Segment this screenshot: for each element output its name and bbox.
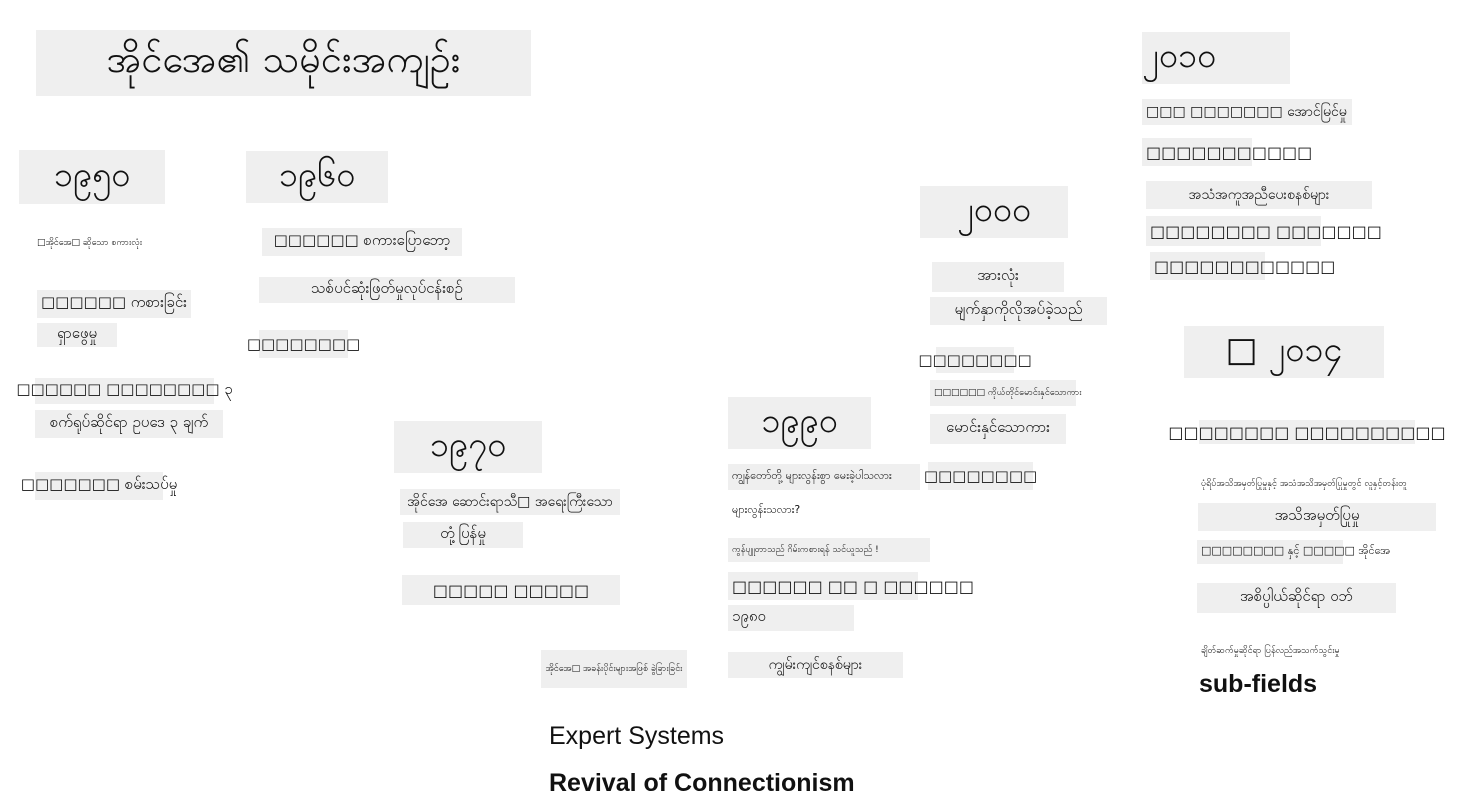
- year-1990: ၁၉၉၀: [728, 397, 871, 449]
- event-1960-misc: □□□□□□□□: [247, 330, 360, 358]
- event-human-parity: ပုံရိပ်အသိအမှတ်ပြုမှုနှင့် အသံအသိအမှတ်ပြ…: [1201, 478, 1407, 489]
- event-ai-term: □အိုင်အေ□ ဆိုသော စကားလုံး: [37, 237, 142, 248]
- event-self-driving-b: မောင်းနှင်သောကား: [930, 414, 1066, 444]
- event-ai-winter-b: တုံ့ပြန်မှု: [403, 522, 523, 548]
- event-recognition: အသိအမှတ်ပြုမှု: [1198, 503, 1436, 531]
- year-2014: □ ၂၀၁၄: [1184, 326, 1384, 378]
- label-sub-fields: sub-fields: [1199, 670, 1318, 698]
- event-1970-misc: □□□□□ □□□□□: [402, 575, 620, 605]
- event-2010-misc-a: □□□□□□□□□□□: [1142, 138, 1312, 166]
- event-2000-misc-b: □□□□□□□□: [924, 462, 1037, 490]
- event-chatbot: □□□□□□ စကားပြောဘော့: [262, 228, 462, 256]
- event-search: ရှာဖွေမှု: [37, 323, 117, 347]
- event-2010-success: □□□ □□□□□□□ အောင်မြင်မှု: [1142, 99, 1352, 125]
- year-2010: ၂၀၁၀: [1142, 32, 1290, 84]
- year-1960: ၁၉၆၀: [246, 151, 388, 203]
- event-needed-face: မျက်နှာကိုလိုအပ်ခဲ့သည်: [930, 297, 1107, 325]
- event-ml-and-ai: □□□□□□□□ နှင့် □□□□□ အိုင်အေ: [1197, 540, 1390, 564]
- event-game-playing: □□□□□□ ကစားခြင်း: [37, 290, 191, 318]
- event-2010-misc-b: □□□□□□□□ □□□□□□□: [1146, 216, 1382, 246]
- event-1990-misc: □□□□□□ □□ □ □□□□□□: [728, 572, 974, 600]
- event-2014-misc: □□□□□□□□ □□□□□□□□□□: [1168, 420, 1446, 444]
- event-voice-assistants: အသံအကူအညီပေးစနစ်များ: [1146, 181, 1372, 209]
- event-decision-tree: သစ်ပင်ဆုံးဖြတ်မှုလုပ်ငန်းစဉ်: [259, 277, 515, 303]
- event-2010-misc-c: □□□□□□□□□□□□: [1150, 252, 1335, 280]
- event-asked-too-much-a: ကျွန်တော်တို့ များလွန်းစွာ မေးခဲ့ပါသလား: [728, 464, 920, 490]
- event-expert-systems: ကျွမ်းကျင်စနစ်များ: [728, 652, 903, 678]
- event-turing-test: □□□□□□□ စမ်းသပ်မှု: [21, 472, 177, 500]
- page-title: အိုင်အေ၏ သမိုင်းအကျဉ်း: [36, 30, 531, 96]
- event-three-laws-b: စက်ရုပ်ဆိုင်ရာ ဥပဒေ ၃ ချက်: [35, 410, 223, 438]
- event-2000-misc-a: □□□□□□□□: [918, 347, 1032, 373]
- label-revival-of-connectionism: Revival of Connectionism: [549, 769, 855, 797]
- event-three-laws-a: □□□□□□ □□□□□□□□ ၃: [16, 378, 233, 404]
- event-ai-winter-a: အိုင်အေ ဆောင်းရာသီ□ အရေးကြီးသော: [400, 489, 620, 515]
- year-1970: ၁၉၇၀: [394, 421, 542, 473]
- event-everyone: အားလုံး: [932, 262, 1064, 292]
- event-computer-learns-games: ကွန်ပျူတာသည် ဂိမ်းကစားရန် သင်ယူသည် !: [728, 538, 930, 562]
- year-2000: ၂၀၀၀: [920, 186, 1068, 238]
- label-expert-systems: Expert Systems: [549, 722, 725, 750]
- event-self-driving-a: □□□□□□ ကိုယ်တိုင်မောင်းနှင်သောကား: [930, 380, 1082, 406]
- event-connectionism-revival: ချိတ်ဆက်မှုဆိုင်ရာ ပြန်လည်အသက်သွင်းမှု: [1201, 645, 1340, 656]
- event-subfields: အိုင်အေ□ အခန်းပိုင်းများအဖြစ် ခွဲခြားခြင…: [541, 650, 687, 688]
- event-1980: ၁၉၈၀: [728, 605, 854, 631]
- year-1950: ၁၉၅၀: [19, 150, 165, 204]
- event-semantic-web: အစိပ္ပါယ်ဆိုင်ရာ ဝဘ်: [1197, 583, 1396, 613]
- event-asked-too-much-b: များလွန်းသလား?: [732, 503, 801, 516]
